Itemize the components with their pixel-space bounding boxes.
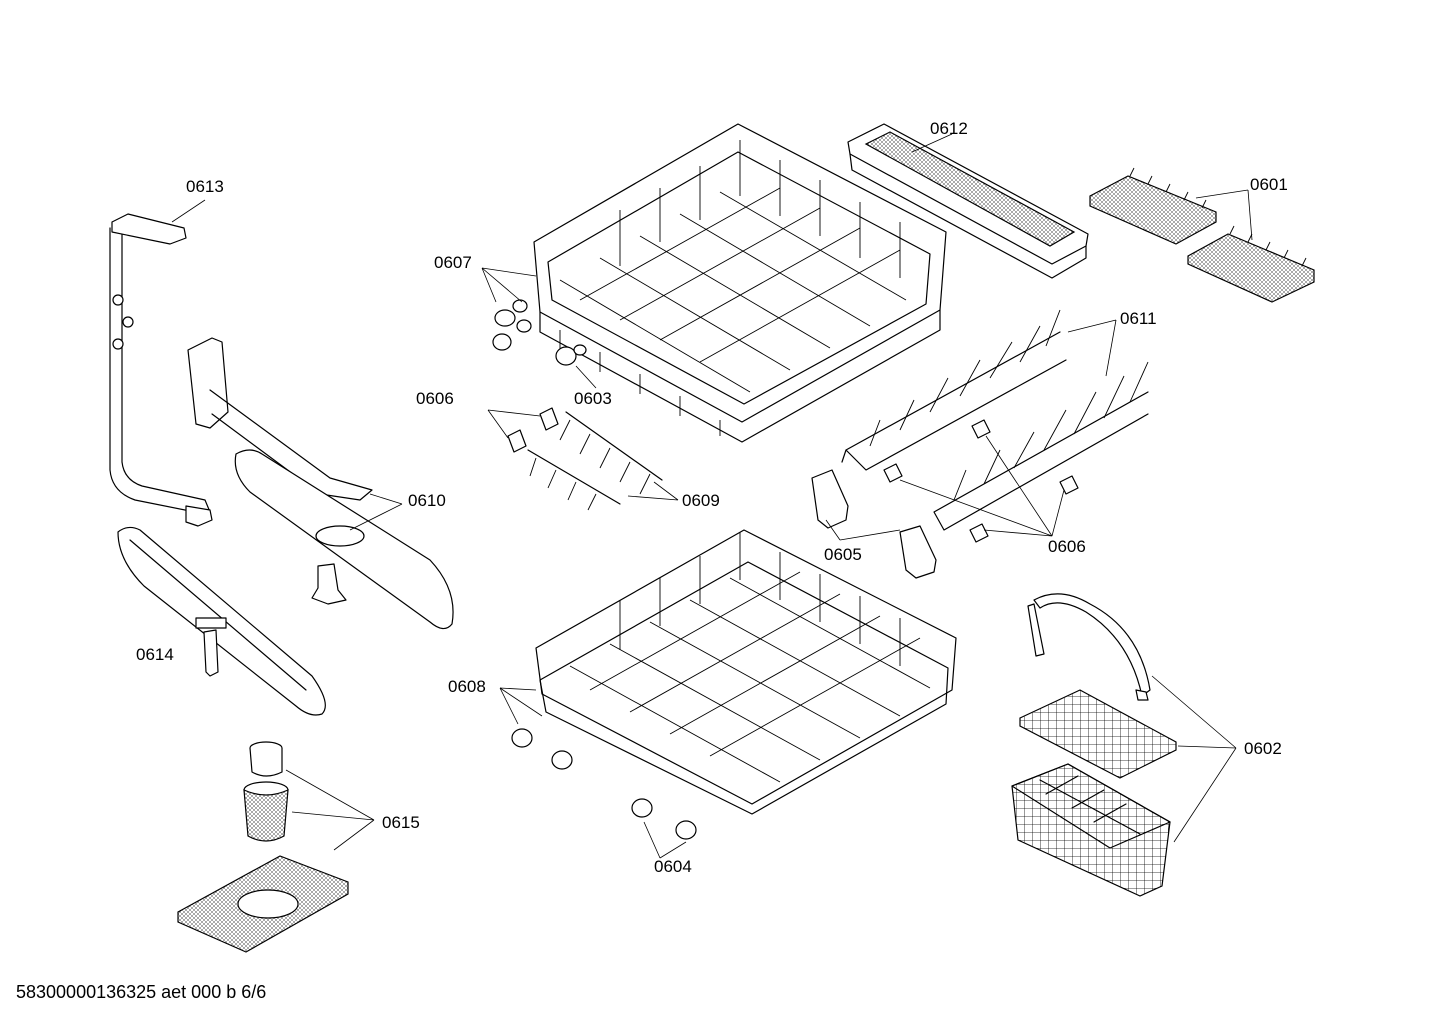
label-0610: 0610 — [408, 491, 446, 510]
label-0602: 0602 — [1244, 739, 1282, 758]
label-0607: 0607 — [434, 253, 472, 272]
leader-lines — [171, 133, 1253, 859]
filter-set-part — [177, 741, 349, 953]
rack-clips-right — [811, 419, 1079, 579]
label-0615: 0615 — [382, 813, 420, 832]
upper-spray-arm-part — [187, 337, 454, 630]
label-0601: 0601 — [1250, 175, 1288, 194]
label-0613: 0613 — [186, 177, 224, 196]
part-labels: 0613 0612 0601 0607 0611 0603 0606 0610 … — [136, 119, 1288, 876]
label-0605: 0605 — [824, 545, 862, 564]
flap-shelf-part — [1089, 167, 1315, 303]
label-0604: 0604 — [654, 857, 692, 876]
label-0606-right: 0606 — [1048, 537, 1086, 556]
tine-rack-part — [841, 309, 1149, 531]
lower-basket-part — [535, 529, 957, 815]
lower-basket-wheels — [511, 728, 697, 840]
label-0608: 0608 — [448, 677, 486, 696]
label-0609: 0609 — [682, 491, 720, 510]
spray-tube-part — [109, 213, 213, 527]
cup-shelf-part — [847, 123, 1089, 279]
upper-basket-wheels — [492, 299, 587, 366]
document-code: 58300000136325 aet 000 b 6/6 — [16, 982, 266, 1002]
label-0603: 0603 — [574, 389, 612, 408]
fold-down-tines-part — [507, 407, 663, 511]
upper-basket-part — [533, 123, 947, 443]
label-0612: 0612 — [930, 119, 968, 138]
cutlery-basket-part — [1011, 593, 1177, 897]
label-0614: 0614 — [136, 645, 174, 664]
label-0611: 0611 — [1120, 309, 1157, 328]
label-0606-left: 0606 — [416, 389, 454, 408]
lower-spray-arm-part — [117, 526, 326, 716]
